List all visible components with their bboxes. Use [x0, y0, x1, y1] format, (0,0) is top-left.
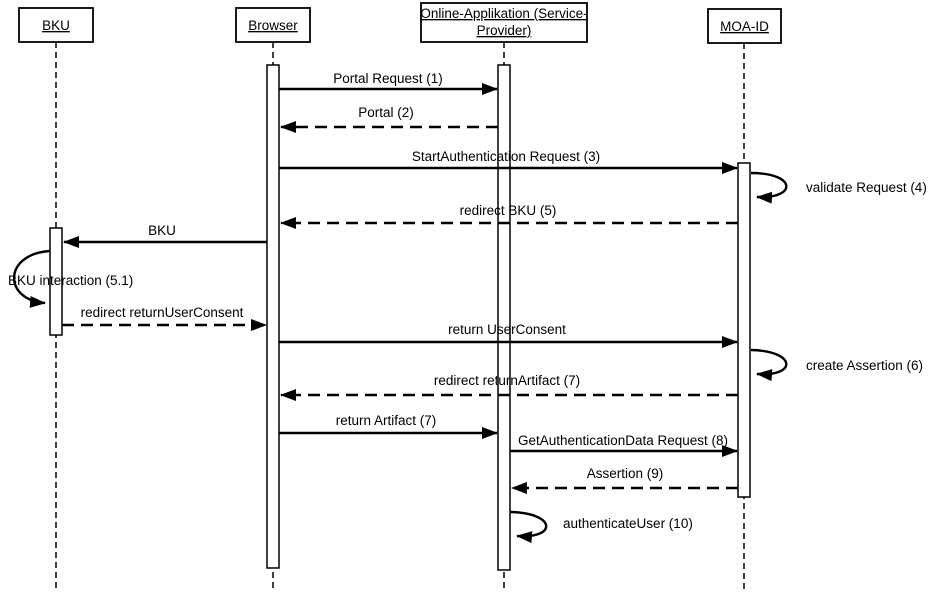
participant-browser-box — [235, 7, 311, 43]
self-message-authenticate-user-label: authenticateUser (10) — [563, 516, 693, 531]
participant-moa-id-label: MOA-ID — [720, 19, 769, 34]
self-message-create-assertion-loop — [750, 348, 788, 382]
self-message-bku-interaction-loop — [12, 249, 51, 308]
browser-activation-bar — [266, 64, 280, 569]
moa-id-activation-bar — [737, 162, 751, 498]
message-get-authentication-data-label: GetAuthenticationData Request (8) — [518, 433, 728, 448]
participant-moa-id-box — [707, 8, 782, 44]
participant-bku-box — [18, 7, 94, 43]
message-return-user-consent-label: return UserConsent — [448, 322, 566, 337]
participant-bku-label: BKU — [42, 18, 70, 33]
message-redirect-return-user-consent-label: redirect returnUserConsent — [81, 305, 244, 320]
participant-online-app-label-line1: Online-Applikation (Service- — [420, 6, 587, 21]
message-redirect-bku-label: redirect BKU (5) — [460, 203, 557, 218]
self-message-create-assertion-label: create Assertion (6) — [806, 358, 923, 373]
self-message-bku-interaction-label: BKU interaction (5.1) — [8, 273, 133, 288]
self-message-authenticate-user-loop — [509, 510, 548, 544]
message-portal-label: Portal (2) — [358, 105, 414, 120]
self-message-validate-request-label: validate Request (4) — [806, 180, 927, 195]
bku-activation-bar — [49, 227, 63, 336]
message-start-authentication-label: StartAuthentication Request (3) — [412, 149, 600, 164]
online-app-activation-bar — [497, 64, 511, 571]
message-bku-label: BKU — [148, 223, 176, 238]
participant-online-app-label-line2: Provider) — [477, 23, 532, 38]
participant-online-app-box — [420, 2, 588, 43]
message-assertion-label: Assertion (9) — [587, 466, 664, 481]
message-portal-request-label: Portal Request (1) — [333, 71, 443, 86]
self-message-validate-request-loop — [750, 171, 788, 204]
message-return-artifact-label: return Artifact (7) — [336, 413, 437, 428]
participant-browser-label: Browser — [248, 18, 298, 33]
message-redirect-return-artifact-label: redirect returnArtifact (7) — [434, 373, 580, 388]
